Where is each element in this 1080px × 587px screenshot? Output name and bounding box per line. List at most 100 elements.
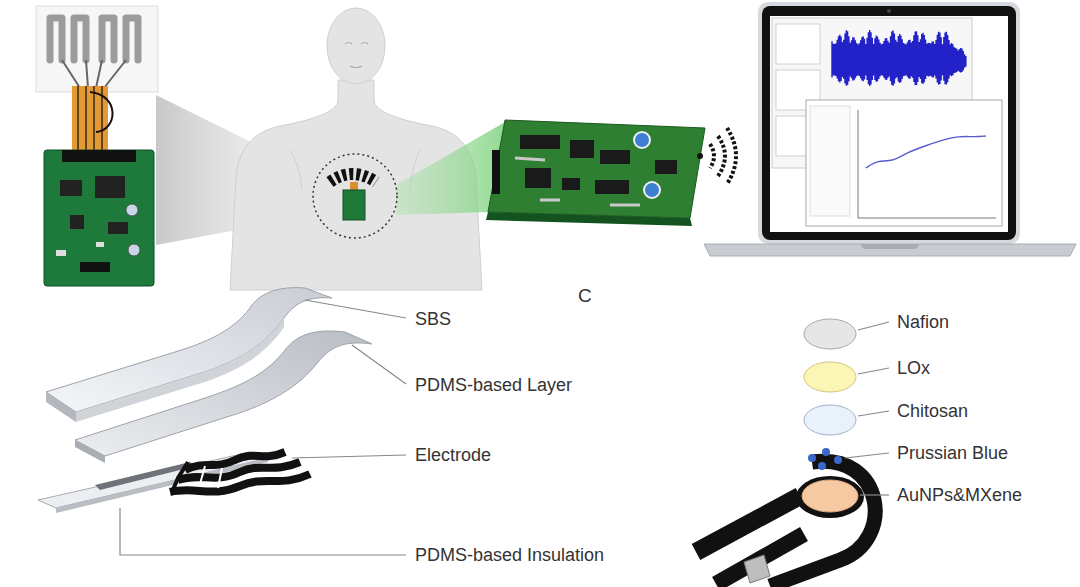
pcb-board-left (70, 215, 84, 229)
leader-line (858, 368, 889, 374)
sbs-layer (46, 392, 76, 422)
sbs-layer (46, 288, 332, 422)
laptop (858, 110, 996, 218)
leader-line (860, 494, 889, 495)
electrode-layer (170, 474, 310, 492)
panel-letter: C (578, 285, 592, 307)
pcb-board-left (80, 262, 110, 272)
device-on-body (313, 154, 397, 238)
electrode-patch-photo (78, 86, 102, 152)
pcb-board-right (515, 158, 640, 205)
device-on-body (330, 174, 376, 182)
electrode-patch-photo (62, 60, 126, 88)
sensor-layers (804, 362, 856, 392)
electrode-patch-photo (102, 18, 138, 60)
layer-label: Chitosan (897, 401, 968, 422)
pcb-board-right (492, 150, 500, 194)
wireless-symbol (718, 136, 725, 176)
sensor-layers (802, 319, 858, 512)
pcb-board-right (570, 140, 594, 158)
layer-label: Prussian Blue (897, 443, 1008, 464)
pcb-board-right (600, 150, 630, 164)
pcb-board-right (488, 120, 705, 218)
electrode-patch-photo (90, 92, 113, 132)
sbs-layer (76, 318, 284, 422)
sensor-electrode (744, 555, 770, 583)
pcb-board-left (128, 244, 140, 256)
leader-line (845, 453, 889, 458)
electrode-patch-photo (50, 18, 86, 60)
plot-curve (866, 136, 986, 168)
sensor-electrode (696, 461, 875, 586)
sensor-layers (804, 319, 856, 349)
pcb-board-right (562, 178, 580, 190)
electrode-layer (95, 452, 310, 492)
pcb-board-right (655, 160, 677, 174)
sensor-layers (822, 448, 830, 456)
pcb-board-right (595, 180, 629, 194)
layer-label: PDMS-based Insulation (415, 545, 604, 566)
pcb-board-right (634, 132, 650, 148)
pcb-board-left (126, 204, 138, 216)
electrode-patch-photo (36, 6, 158, 92)
leader-line (305, 300, 406, 318)
pcb-board-left (108, 222, 128, 234)
sensor-electrode (796, 476, 864, 518)
laptop (887, 9, 891, 13)
leader-line (845, 322, 889, 495)
pcb-board-right (520, 135, 560, 149)
laptop (758, 2, 1020, 244)
laptop (770, 16, 1008, 232)
pcb-board-right (525, 168, 551, 188)
pcb-board-left (44, 150, 154, 286)
pcb-board-left (44, 150, 154, 286)
leader-line (292, 455, 406, 458)
laptop (762, 6, 1016, 240)
pcb-board-right (644, 182, 660, 198)
signal-waveform (832, 30, 966, 86)
device-on-body (313, 154, 397, 238)
leader-line (352, 345, 406, 384)
pcb-board-left (60, 180, 82, 196)
wireless-symbol (697, 128, 736, 184)
layer-label: LOx (897, 358, 930, 379)
laptop (776, 24, 820, 64)
sensor-layers (834, 456, 842, 464)
laptop (806, 100, 1002, 226)
wireless-symbol (710, 144, 714, 168)
human-body (230, 8, 482, 290)
pcb-board-right (486, 120, 705, 226)
layer-label: Electrode (415, 445, 491, 466)
leader-line (120, 300, 406, 555)
electrode-layer (172, 462, 188, 492)
leader-line (120, 508, 406, 555)
electrode-patch-photo (36, 6, 158, 152)
pcb-board-left (62, 150, 136, 162)
electrode-layer (200, 466, 222, 488)
pdms-based-layer (75, 440, 105, 463)
leader-line (858, 322, 889, 330)
sensor-layers (802, 480, 858, 512)
leader-line (858, 411, 889, 416)
layer-label: SBS (415, 309, 451, 330)
sensor-layers (818, 462, 826, 470)
zoom-cone (396, 122, 505, 215)
pcb-board-left (95, 176, 125, 198)
human-body (345, 43, 368, 68)
sensor-layers (804, 405, 856, 435)
wireless-symbol (697, 153, 703, 159)
laptop (704, 244, 1076, 256)
layer-label: PDMS-based Layer (415, 375, 572, 396)
pcb-board-left (96, 242, 104, 247)
laptop (860, 244, 920, 249)
device-on-body (343, 190, 365, 220)
laptop (866, 136, 986, 168)
pcb-board-left (56, 250, 66, 256)
layer-label: Nafion (897, 312, 949, 333)
layer-label: AuNPs&MXene (897, 485, 1022, 506)
sensor-layers (808, 454, 816, 462)
laptop (704, 2, 1076, 256)
human-body (327, 8, 385, 84)
